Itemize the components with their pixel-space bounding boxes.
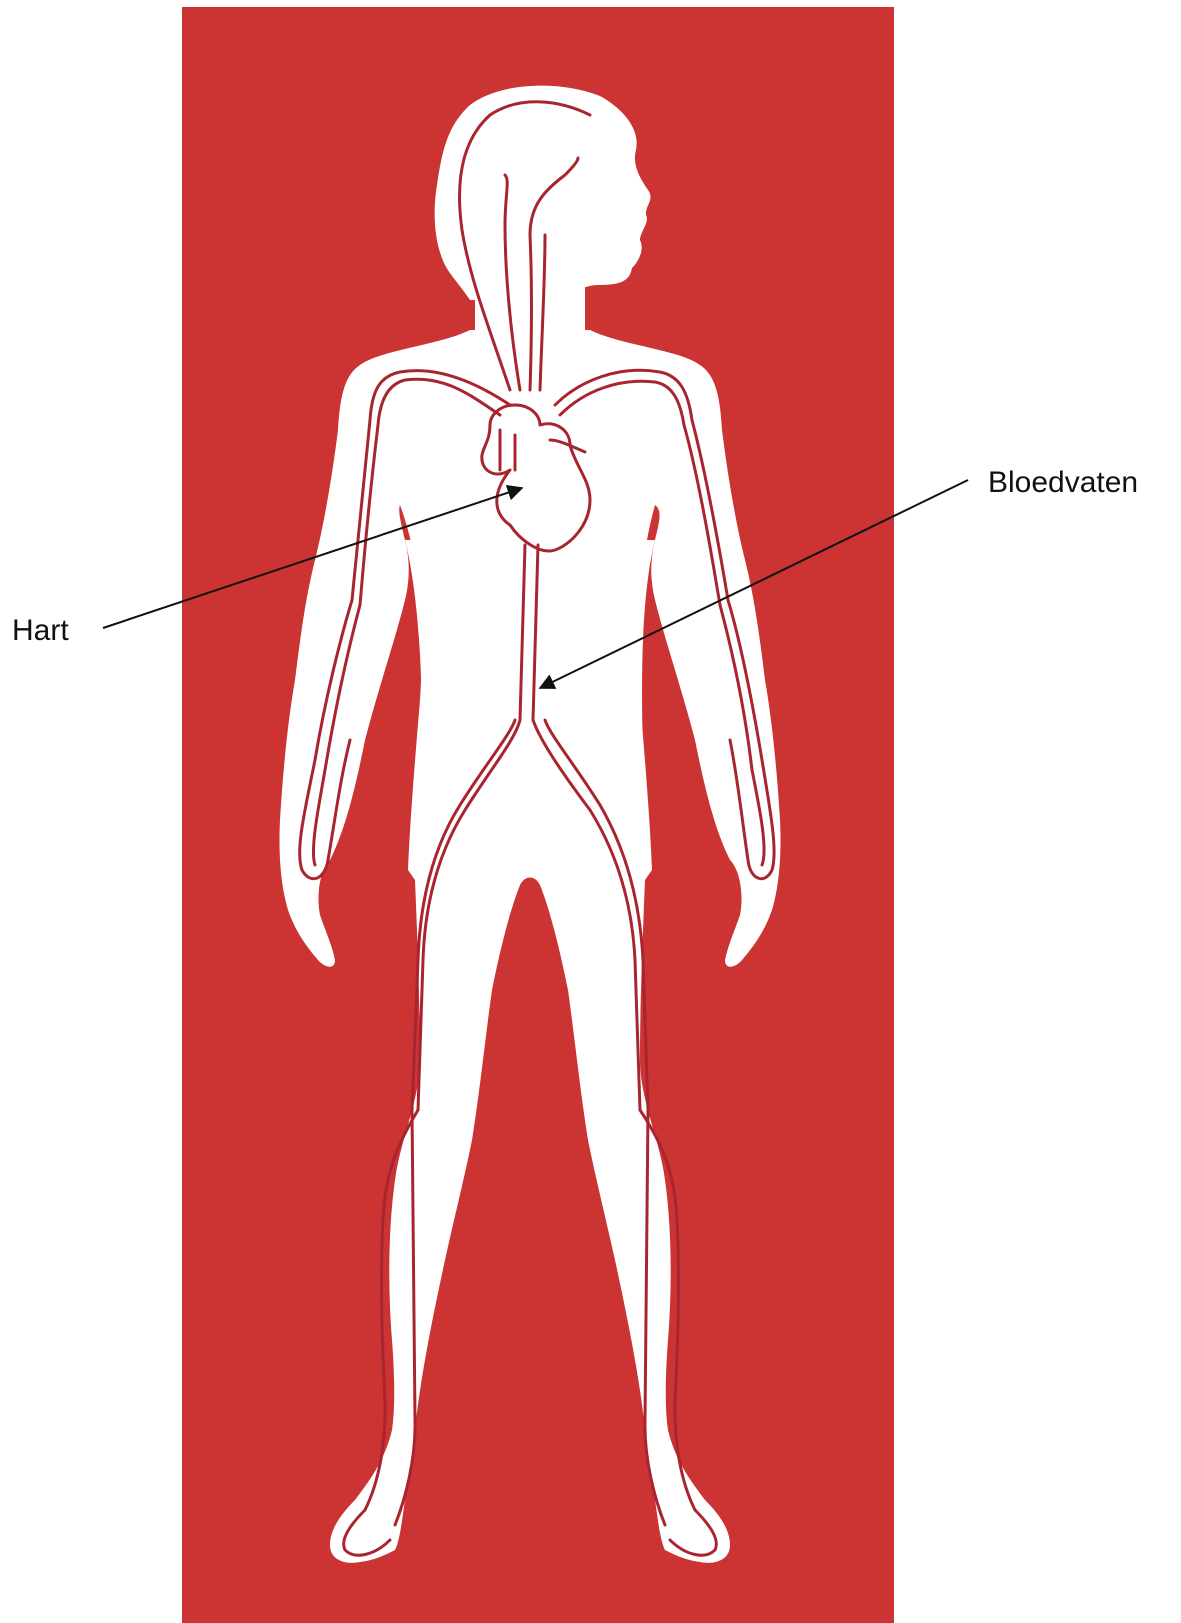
vessels-label: Bloedvaten	[988, 466, 1138, 499]
head	[435, 86, 651, 300]
heart-label: Hart	[12, 614, 69, 647]
hips	[405, 540, 655, 800]
